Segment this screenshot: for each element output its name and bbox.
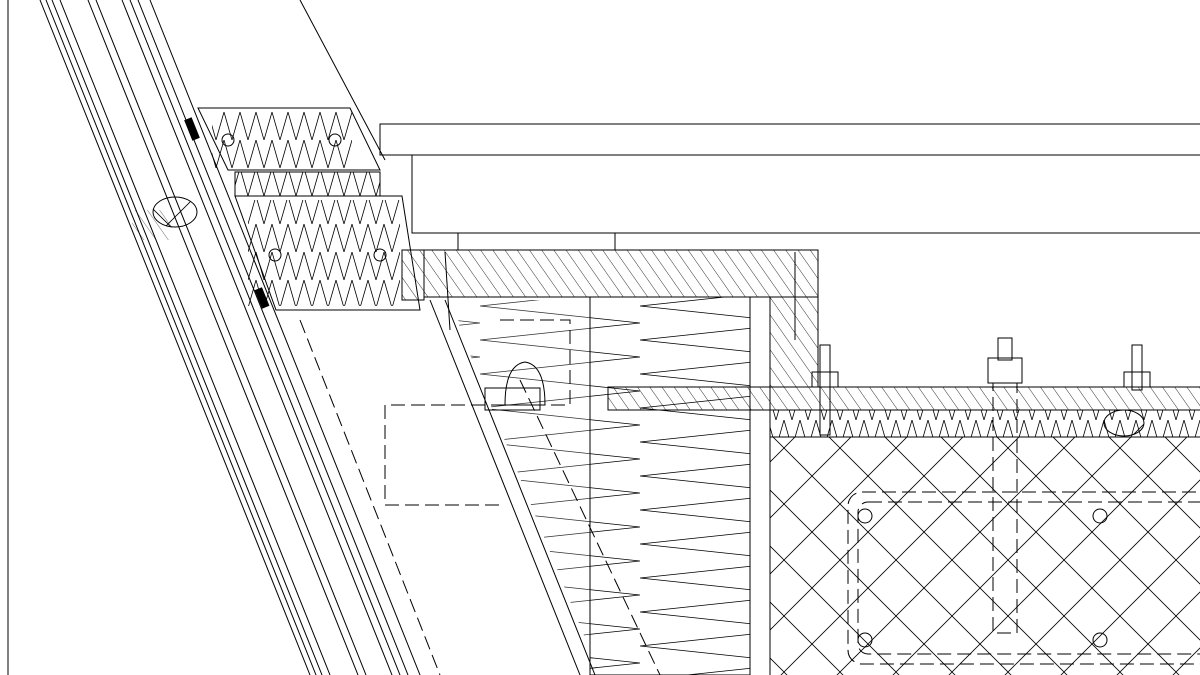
hidden-outline bbox=[384, 319, 571, 506]
steel-plate bbox=[607, 386, 1200, 411]
insulation-column bbox=[589, 296, 751, 675]
timber-beam bbox=[423, 249, 819, 388]
upper-frame-profile bbox=[197, 107, 381, 197]
lower-frame-profile bbox=[234, 195, 425, 311]
sloped-glazing-lines bbox=[7, 0, 421, 675]
support-board bbox=[411, 154, 1200, 234]
seal-cord bbox=[1103, 409, 1145, 437]
glazing-gasket bbox=[132, 117, 270, 309]
concrete-slab bbox=[769, 436, 1200, 675]
drain-profile bbox=[504, 361, 546, 406]
sloped-panel bbox=[299, 299, 661, 675]
top-board bbox=[379, 123, 1200, 156]
